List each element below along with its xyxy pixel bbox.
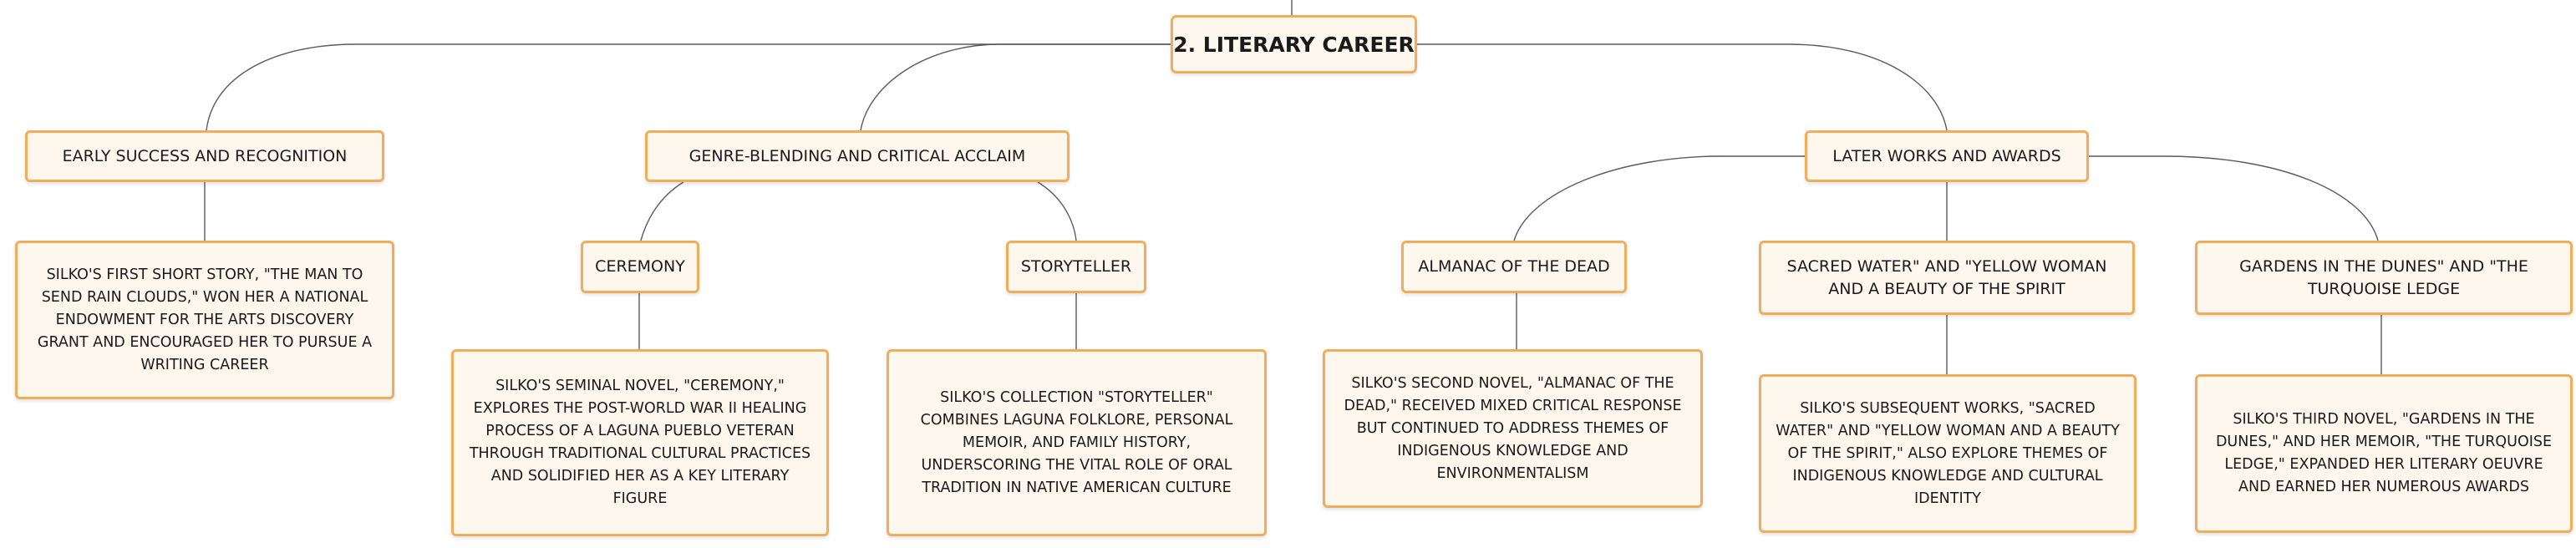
topic-gardens-label: GARDENS IN THE DUNES" AND "THE TURQUOISE… — [2239, 256, 2528, 298]
topic-almanac-label: ALMANAC OF THE DEAD — [1418, 257, 1610, 276]
leaf-almanac-text: SILKO'S SECOND NOVEL, "ALMANAC OF THE DE… — [1344, 374, 1682, 482]
connector-later-almanac — [1513, 155, 1805, 241]
leaf-sacred-water-text: SILKO'S SUBSEQUENT WORKS, "SACRED WATER"… — [1776, 399, 2120, 507]
leaf-sacred-water-detail[interactable]: SILKO'S SUBSEQUENT WORKS, "SACRED WATER"… — [1759, 374, 2137, 533]
connector-genre-ceremony — [640, 181, 684, 241]
topic-ceremony-label: CEREMONY — [595, 257, 685, 276]
topic-gardens-in-the-dunes[interactable]: GARDENS IN THE DUNES" AND "THE TURQUOISE… — [2195, 241, 2573, 315]
leaf-storyteller-detail[interactable]: SILKO'S COLLECTION "STORYTELLER" COMBINE… — [887, 349, 1267, 536]
topic-sacred-water-label: SACRED WATER" AND "YELLOW WOMAN AND A BE… — [1786, 256, 2107, 298]
branch-genre-blending[interactable]: GENRE-BLENDING AND CRITICAL ACCLAIM — [645, 130, 1070, 182]
topic-storyteller[interactable]: STORYTELLER — [1006, 241, 1146, 293]
topic-ceremony[interactable]: CEREMONY — [581, 241, 699, 293]
leaf-almanac-detail[interactable]: SILKO'S SECOND NOVEL, "ALMANAC OF THE DE… — [1323, 349, 1703, 508]
connector-later-gardens — [2089, 155, 2379, 241]
connector-root-genre — [860, 43, 1171, 131]
branch-early-success[interactable]: EARLY SUCCESS AND RECOGNITION — [25, 130, 384, 182]
root-node[interactable]: 2. LITERARY CAREER — [1171, 15, 1417, 74]
connector-root-early — [206, 43, 1171, 131]
topic-sacred-water[interactable]: SACRED WATER" AND "YELLOW WOMAN AND A BE… — [1759, 241, 2135, 315]
connector-root-later — [1417, 43, 1948, 131]
leaf-early-success-text: SILKO'S FIRST SHORT STORY, "THE MAN TO S… — [37, 266, 373, 373]
branch-early-success-label: EARLY SUCCESS AND RECOGNITION — [62, 146, 348, 165]
leaf-storyteller-text: SILKO'S COLLECTION "STORYTELLER" COMBINE… — [920, 388, 1233, 496]
leaf-ceremony-detail[interactable]: SILKO'S SEMINAL NOVEL, "CEREMONY," EXPLO… — [451, 349, 829, 536]
leaf-ceremony-text: SILKO'S SEMINAL NOVEL, "CEREMONY," EXPLO… — [469, 378, 811, 507]
leaf-early-success-detail[interactable]: SILKO'S FIRST SHORT STORY, "THE MAN TO S… — [15, 241, 394, 399]
leaf-gardens-detail[interactable]: SILKO'S THIRD NOVEL, "GARDENS IN THE DUN… — [2195, 374, 2573, 533]
branch-later-works-label: LATER WORKS AND AWARDS — [1832, 146, 2061, 165]
connector-genre-storyteller — [1037, 181, 1077, 241]
topic-almanac-of-the-dead[interactable]: ALMANAC OF THE DEAD — [1401, 241, 1627, 293]
topic-storyteller-label: STORYTELLER — [1020, 257, 1132, 276]
root-label: 2. LITERARY CAREER — [1173, 32, 1415, 57]
branch-later-works[interactable]: LATER WORKS AND AWARDS — [1805, 130, 2089, 182]
leaf-gardens-text: SILKO'S THIRD NOVEL, "GARDENS IN THE DUN… — [2215, 411, 2553, 495]
branch-genre-blending-label: GENRE-BLENDING AND CRITICAL ACCLAIM — [688, 146, 1026, 165]
